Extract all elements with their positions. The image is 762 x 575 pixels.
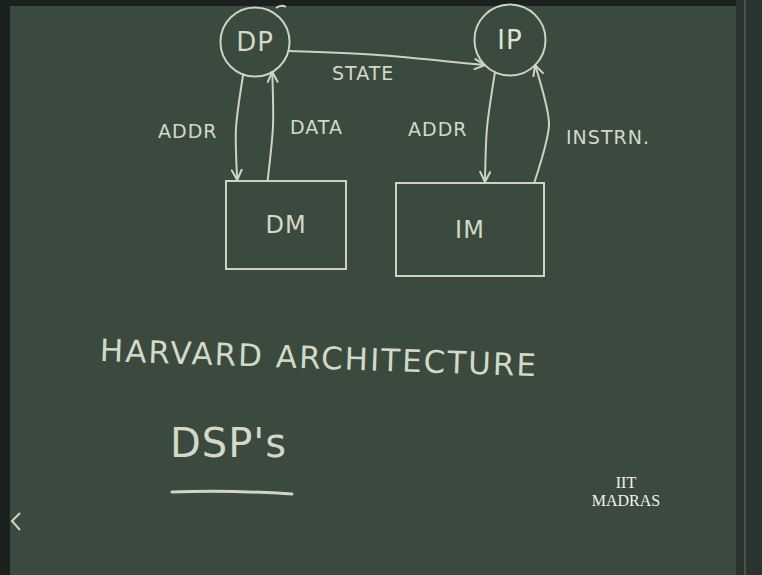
node-label: IM bbox=[455, 216, 485, 244]
circle-outline bbox=[474, 4, 545, 75]
memory-box: DM bbox=[225, 180, 347, 270]
circle-outline bbox=[220, 7, 289, 76]
board-top-edge bbox=[0, 0, 762, 6]
memory-box: IM bbox=[395, 182, 545, 277]
edge-label: ADDR bbox=[158, 120, 217, 142]
processor-circle: DP bbox=[219, 6, 291, 78]
node-label: IP bbox=[497, 25, 522, 55]
board-right-edge bbox=[736, 0, 762, 575]
connector-arrow bbox=[535, 65, 550, 182]
board-frame-line bbox=[744, 0, 746, 575]
edge-label: ADDR bbox=[408, 118, 467, 140]
chalk-mark bbox=[276, 6, 286, 8]
board-note: DSP's bbox=[170, 420, 287, 466]
watermark: IIT MADRAS bbox=[584, 474, 668, 511]
edge-label: STATE bbox=[332, 62, 394, 84]
node-label: DM bbox=[265, 211, 306, 239]
board-note: HARVARD ARCHITECTURE bbox=[99, 332, 538, 383]
board-left-edge bbox=[0, 0, 10, 575]
edge-label: INSTRN. bbox=[566, 126, 650, 148]
connector-arrow bbox=[268, 72, 273, 180]
connector-arrow bbox=[485, 72, 495, 182]
node-label: DP bbox=[236, 27, 274, 57]
connector-arrow bbox=[236, 74, 243, 180]
chalk-mark bbox=[12, 513, 20, 530]
underline bbox=[172, 491, 292, 494]
processor-circle: IP bbox=[473, 3, 547, 77]
edge-label: DATA bbox=[290, 116, 343, 138]
